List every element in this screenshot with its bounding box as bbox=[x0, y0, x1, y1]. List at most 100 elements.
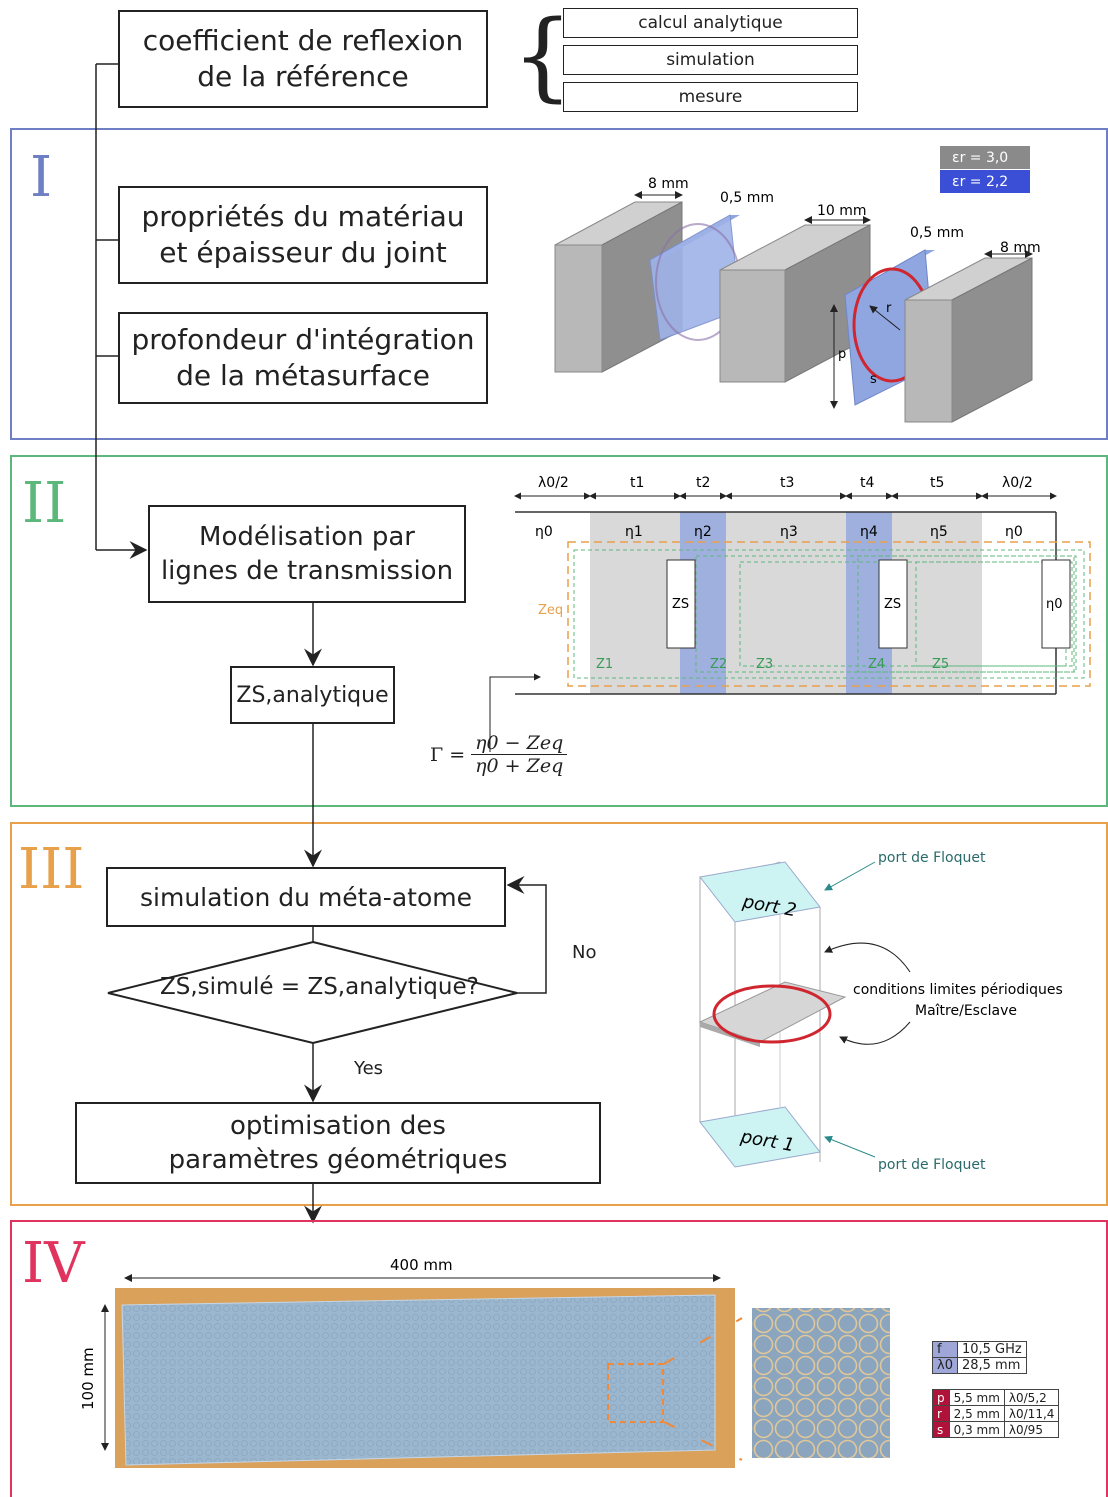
p-value: 5,5 mm bbox=[948, 1389, 1005, 1406]
tl-model-box: Modélisation par lignes de transmission bbox=[148, 505, 466, 603]
eta-2: η2 bbox=[694, 524, 712, 540]
option-mesure: mesure bbox=[563, 82, 858, 112]
zs-resistor-2: ZS bbox=[884, 597, 901, 612]
material-line-2: et épaisseur du joint bbox=[159, 236, 447, 269]
s-value: 0,3 mm bbox=[948, 1421, 1005, 1438]
periodic-line-2: Maître/Esclave bbox=[915, 1003, 1017, 1019]
option-analytique: calcul analytique bbox=[563, 8, 858, 38]
layer-dim-3: t3 bbox=[780, 475, 794, 491]
simulation-box: simulation du méta-atome bbox=[106, 867, 506, 927]
floquet-label-top: port de Floquet bbox=[878, 850, 986, 866]
section-ii-label: II bbox=[22, 471, 67, 536]
unit-cell-illustration: port 2 port 1 port de Floquet port de Fl… bbox=[698, 850, 1063, 1173]
sheet-1 bbox=[649, 214, 741, 341]
decision-question: ZS,simulé = ZS,analytique? bbox=[160, 974, 479, 1000]
eta-1: η1 bbox=[625, 524, 643, 540]
label-r: r bbox=[886, 301, 892, 316]
simulation-label: simulation du méta-atome bbox=[140, 882, 472, 912]
p-ratio: λ0/5,2 bbox=[1003, 1389, 1060, 1406]
transmission-line-circuit: λ0/2 t1 t2 t3 t4 t5 λ0/2 η0 η1 η2 η3 η4 … bbox=[489, 475, 1091, 752]
layer-dim-0: λ0/2 bbox=[538, 475, 569, 491]
lambda-key: λ0 bbox=[932, 1357, 958, 1374]
f-key: f bbox=[932, 1341, 958, 1358]
material-box: propriétés du matériau et épaisseur du j… bbox=[118, 186, 488, 284]
dim-8mm-a: 8 mm bbox=[648, 176, 689, 192]
z3-label: Z3 bbox=[756, 657, 773, 672]
p-key: p bbox=[932, 1389, 950, 1406]
formula-den: η0 + Zeq bbox=[475, 755, 564, 777]
z2-label: Z2 bbox=[710, 657, 727, 672]
tl-line-1: Modélisation par bbox=[199, 522, 415, 552]
eta-4: η4 bbox=[860, 524, 878, 540]
option-simulation-label: simulation bbox=[666, 50, 755, 70]
legend-er30: εr = 3,0 bbox=[952, 150, 1008, 166]
layer-dim-1: t1 bbox=[630, 475, 644, 491]
opt-line-1: optimisation des bbox=[230, 1111, 446, 1141]
zeq-label: Zeq bbox=[538, 603, 563, 618]
dim-05mm-b: 0,5 mm bbox=[910, 225, 964, 241]
section-ii bbox=[10, 455, 1108, 807]
option-simulation: simulation bbox=[563, 45, 858, 75]
gamma-formula: Γ = η0 − Zeq η0 + Zeq bbox=[430, 732, 568, 777]
reference-line-1: coefficient de reflexion bbox=[142, 24, 464, 57]
layer-dim-5: t5 bbox=[930, 475, 944, 491]
section-iv bbox=[10, 1220, 1108, 1497]
eta-5: η5 bbox=[930, 524, 948, 540]
z4-label: Z4 bbox=[868, 657, 885, 672]
section-iv-label: IV bbox=[22, 1231, 85, 1296]
label-s: s bbox=[870, 372, 877, 387]
layer-dim-2: t2 bbox=[696, 475, 710, 491]
block-2 bbox=[719, 224, 871, 383]
block-3 bbox=[904, 257, 1033, 423]
fabricated-prototype: 400 mm 100 mm bbox=[79, 1256, 890, 1468]
dim-10mm: 10 mm bbox=[817, 203, 867, 219]
reference-coefficient-box: coefficient de reflexion de la référence bbox=[118, 10, 488, 108]
section-i bbox=[10, 128, 1108, 440]
optimisation-box: optimisation des paramètres géométriques bbox=[75, 1102, 601, 1184]
r-key: r bbox=[932, 1405, 950, 1422]
tl-line-2: lignes de transmission bbox=[160, 556, 454, 586]
zs-analytique-box: ZS,analytique bbox=[230, 666, 395, 724]
label-p: p bbox=[838, 347, 846, 362]
reference-line-2: de la référence bbox=[197, 60, 409, 93]
option-mesure-label: mesure bbox=[678, 87, 743, 107]
layer-stack-illustration: 8 mm 0,5 mm 10 mm 0,5 mm 8 mm p r s εr =… bbox=[554, 146, 1041, 423]
width-dimension: 400 mm bbox=[390, 1256, 453, 1274]
height-dimension: 100 mm bbox=[79, 1347, 97, 1410]
zs-analytique-label: ZS,analytique bbox=[236, 682, 389, 708]
material-line-1: propriétés du matériau bbox=[141, 200, 465, 233]
s-key: s bbox=[932, 1421, 950, 1438]
r-value: 2,5 mm bbox=[948, 1405, 1005, 1422]
z1-label: Z1 bbox=[596, 657, 613, 672]
f-value: 10,5 GHz bbox=[956, 1341, 1027, 1358]
zs-resistor-1: ZS bbox=[672, 597, 689, 612]
depth-box: profondeur d'intégration de la métasurfa… bbox=[118, 312, 488, 404]
r-ratio: λ0/11,4 bbox=[1003, 1405, 1060, 1422]
dim-8mm-b: 8 mm bbox=[1000, 240, 1041, 256]
curly-brace: { bbox=[512, 0, 574, 112]
section-iii-label: III bbox=[18, 837, 85, 902]
layer-dim-4: t4 bbox=[860, 475, 874, 491]
legend-er22: εr = 2,2 bbox=[952, 174, 1008, 190]
depth-line-1: profondeur d'intégration bbox=[131, 323, 475, 356]
floquet-label-bottom: port de Floquet bbox=[878, 1157, 986, 1173]
eta-3: η3 bbox=[780, 524, 798, 540]
eta-6: η0 bbox=[1005, 524, 1023, 540]
yes-label: Yes bbox=[354, 1058, 384, 1079]
s-ratio: λ0/95 bbox=[1003, 1421, 1060, 1438]
lambda-value: 28,5 mm bbox=[956, 1357, 1027, 1374]
dim-05mm-a: 0,5 mm bbox=[720, 190, 774, 206]
periodic-line-1: conditions limites périodiques bbox=[853, 982, 1063, 998]
layer-dim-6: λ0/2 bbox=[1002, 475, 1033, 491]
no-label: No bbox=[572, 942, 597, 963]
eta-load: η0 bbox=[1046, 597, 1063, 612]
formula-lhs: Γ = bbox=[430, 743, 466, 766]
eta-0: η0 bbox=[535, 524, 553, 540]
z5-label: Z5 bbox=[932, 657, 949, 672]
opt-line-2: paramètres géométriques bbox=[168, 1145, 508, 1175]
formula-num: η0 − Zeq bbox=[475, 732, 564, 754]
section-iii bbox=[10, 822, 1108, 1206]
depth-line-2: de la métasurface bbox=[176, 359, 430, 392]
